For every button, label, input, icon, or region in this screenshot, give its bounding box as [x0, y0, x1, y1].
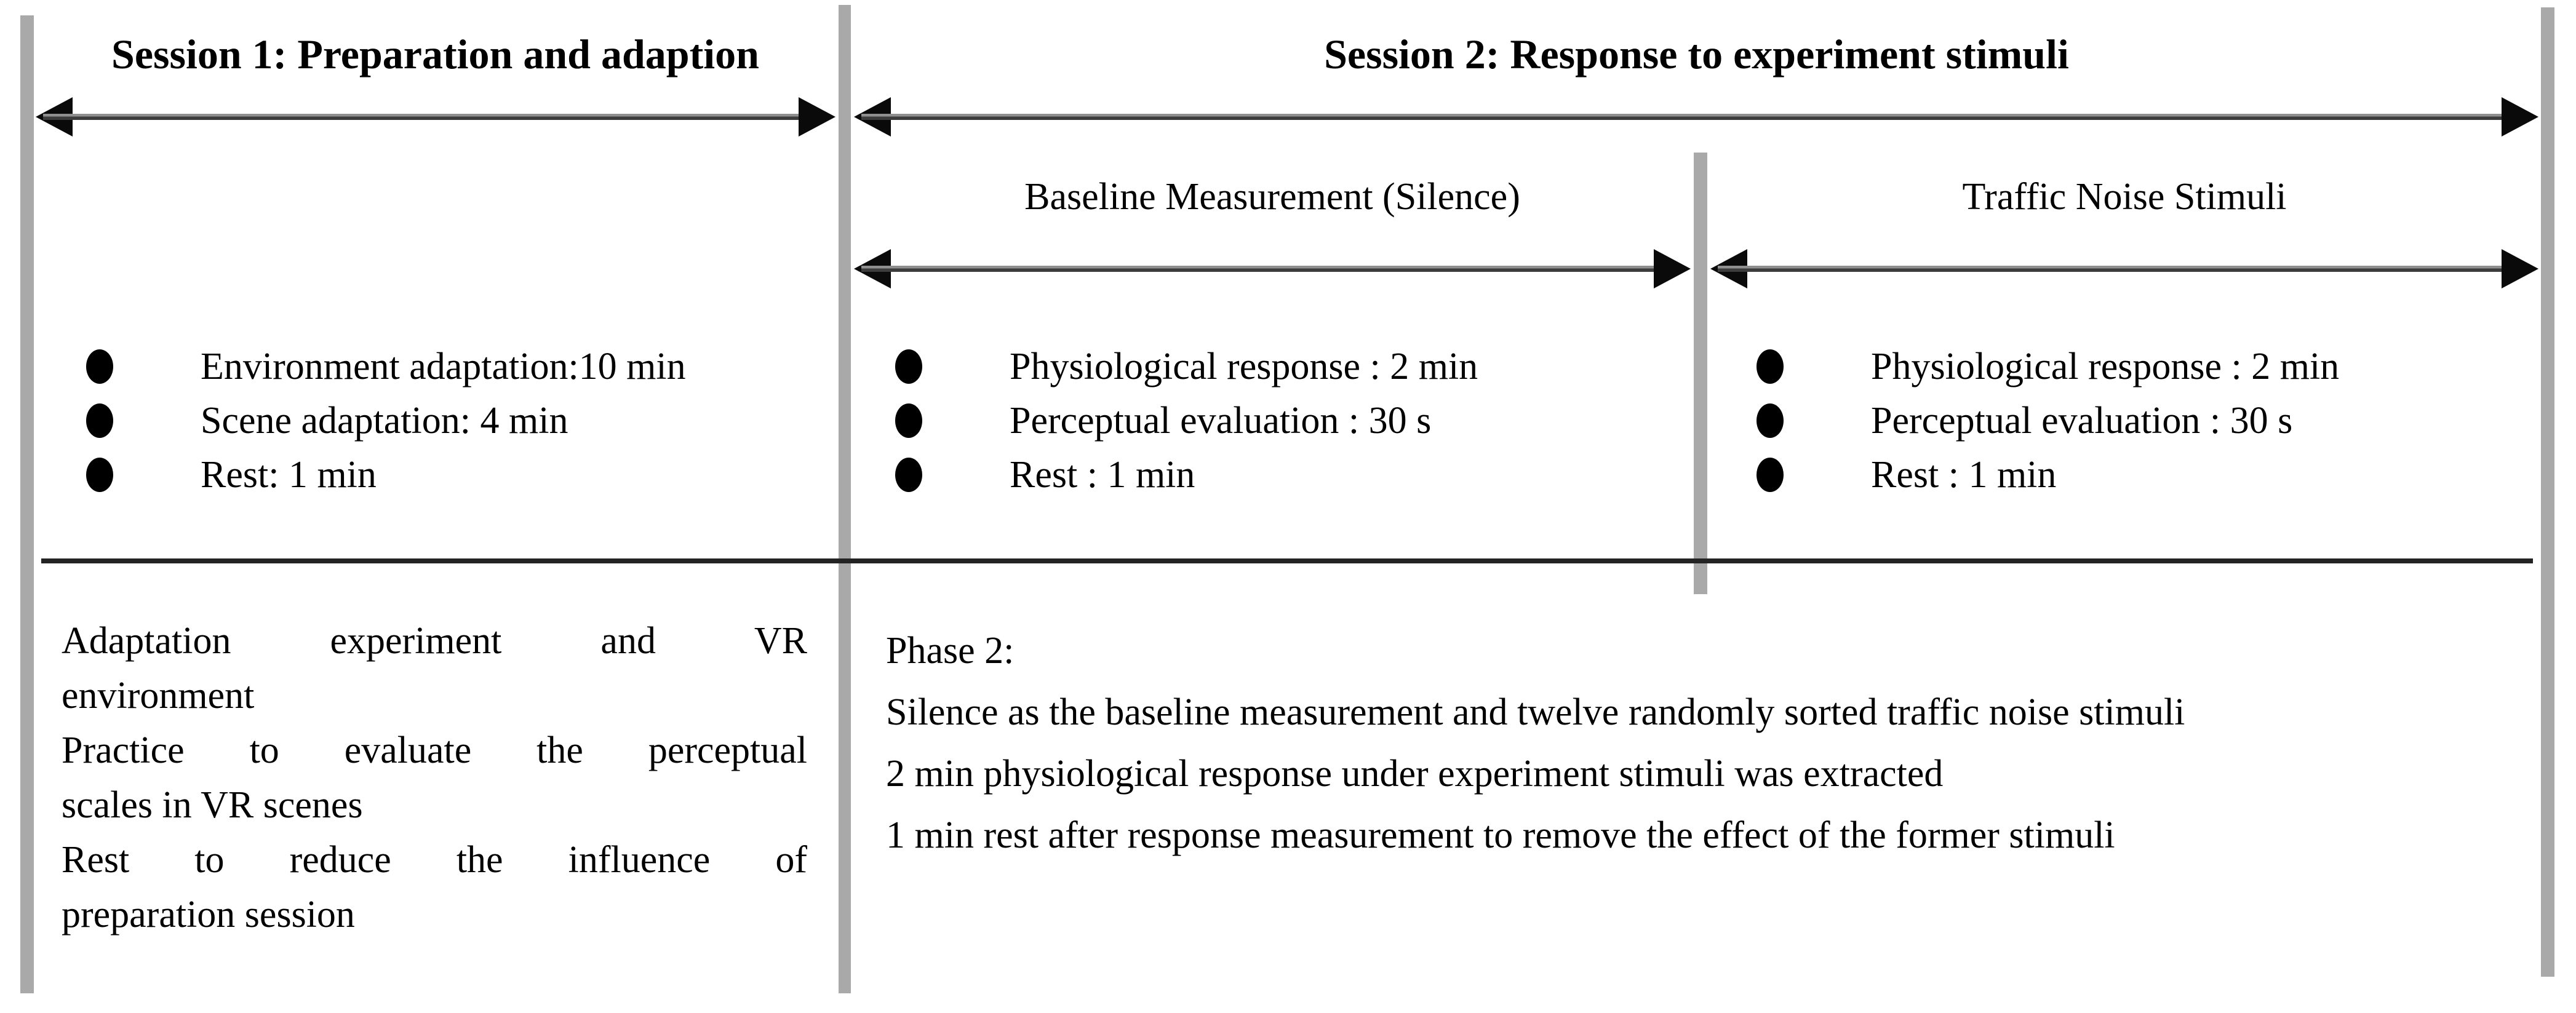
session1-description: Adaptation experiment and VR environment… [62, 614, 807, 942]
traffic-noise-header: Traffic Noise Stimuli [1962, 176, 2287, 218]
list-item-label: Rest : 1 min [1871, 453, 2057, 496]
description-line: preparation session [62, 894, 355, 936]
list-item-label: Perceptual evaluation : 30 s [1871, 399, 2293, 442]
list-item: Scene adaptation: 4 min [86, 394, 834, 448]
arrowhead-right-icon [2502, 249, 2538, 288]
arrow-shaft [1718, 266, 2531, 272]
list-item-label: Physiological response : 2 min [1010, 345, 1478, 387]
traffic-timespan-arrow [1710, 249, 2538, 288]
list-item: Rest: 1 min [86, 448, 834, 502]
list-item: Environment adaptation:10 min [86, 340, 834, 394]
right-boundary-bar [2541, 7, 2554, 977]
description-line: environment [62, 675, 255, 717]
baseline-timespan-arrow [854, 249, 1691, 288]
bullet-icon [86, 458, 113, 492]
description-line: Silence as the baseline measurement and … [886, 691, 2185, 733]
arrow-shaft [43, 114, 828, 120]
description-line: 2 min physiological response under exper… [886, 753, 1944, 795]
phase2-label: Phase 2: [886, 630, 1015, 672]
list-item: Physiological response : 2 min [895, 340, 1692, 394]
baseline-measurement-header: Baseline Measurement (Silence) [1024, 176, 1520, 218]
arrowhead-right-icon [799, 97, 835, 137]
bullet-icon [1757, 403, 1784, 438]
baseline-bullet-list: Physiological response : 2 min Perceptua… [895, 340, 1692, 502]
description-line: 1 min rest after response measurement to… [886, 814, 2115, 856]
bullet-icon [1757, 458, 1784, 492]
arrow-shaft [861, 266, 1683, 272]
arrowhead-right-icon [2502, 97, 2538, 137]
bullet-icon [86, 349, 113, 384]
traffic-bullet-list: Physiological response : 2 min Perceptua… [1757, 340, 2538, 502]
left-boundary-bar [20, 15, 34, 993]
bullet-icon [1757, 349, 1784, 384]
description-line: scales in VR scenes [62, 784, 363, 826]
bullet-icon [895, 349, 922, 384]
description-line: Rest to reduce the influence of [62, 839, 807, 881]
list-item: Physiological response : 2 min [1757, 340, 2538, 394]
description-line: Adaptation experiment and VR [62, 620, 807, 662]
bullet-icon [895, 403, 922, 438]
list-item: Rest : 1 min [895, 448, 1692, 502]
session1-title: Session 1: Preparation and adaption [111, 31, 759, 77]
list-item-label: Environment adaptation:10 min [201, 345, 686, 387]
list-item-label: Physiological response : 2 min [1871, 345, 2340, 387]
list-item-label: Perceptual evaluation : 30 s [1010, 399, 1432, 442]
list-item: Rest : 1 min [1757, 448, 2538, 502]
list-item: Perceptual evaluation : 30 s [1757, 394, 2538, 448]
session1-bullet-list: Environment adaptation:10 min Scene adap… [86, 340, 834, 502]
list-item: Perceptual evaluation : 30 s [895, 394, 1692, 448]
list-item-label: Rest: 1 min [201, 453, 377, 496]
session1-timespan-arrow [36, 97, 835, 137]
bullet-icon [86, 403, 113, 438]
list-item-label: Rest : 1 min [1010, 453, 1195, 496]
description-line: Practice to evaluate the perceptual [62, 729, 807, 771]
baseline-traffic-divider-bar [1694, 153, 1707, 594]
bullet-icon [895, 458, 922, 492]
session1-session2-divider-bar [839, 5, 851, 993]
list-item-label: Scene adaptation: 4 min [201, 399, 568, 442]
session2-description: Phase 2: Silence as the baseline measure… [886, 620, 2541, 866]
session2-timespan-arrow [854, 97, 2538, 137]
arrowhead-right-icon [1654, 249, 1691, 288]
session2-title: Session 2: Response to experiment stimul… [1324, 31, 2069, 77]
horizontal-separator-line [41, 558, 2533, 563]
arrow-shaft [861, 114, 2531, 120]
